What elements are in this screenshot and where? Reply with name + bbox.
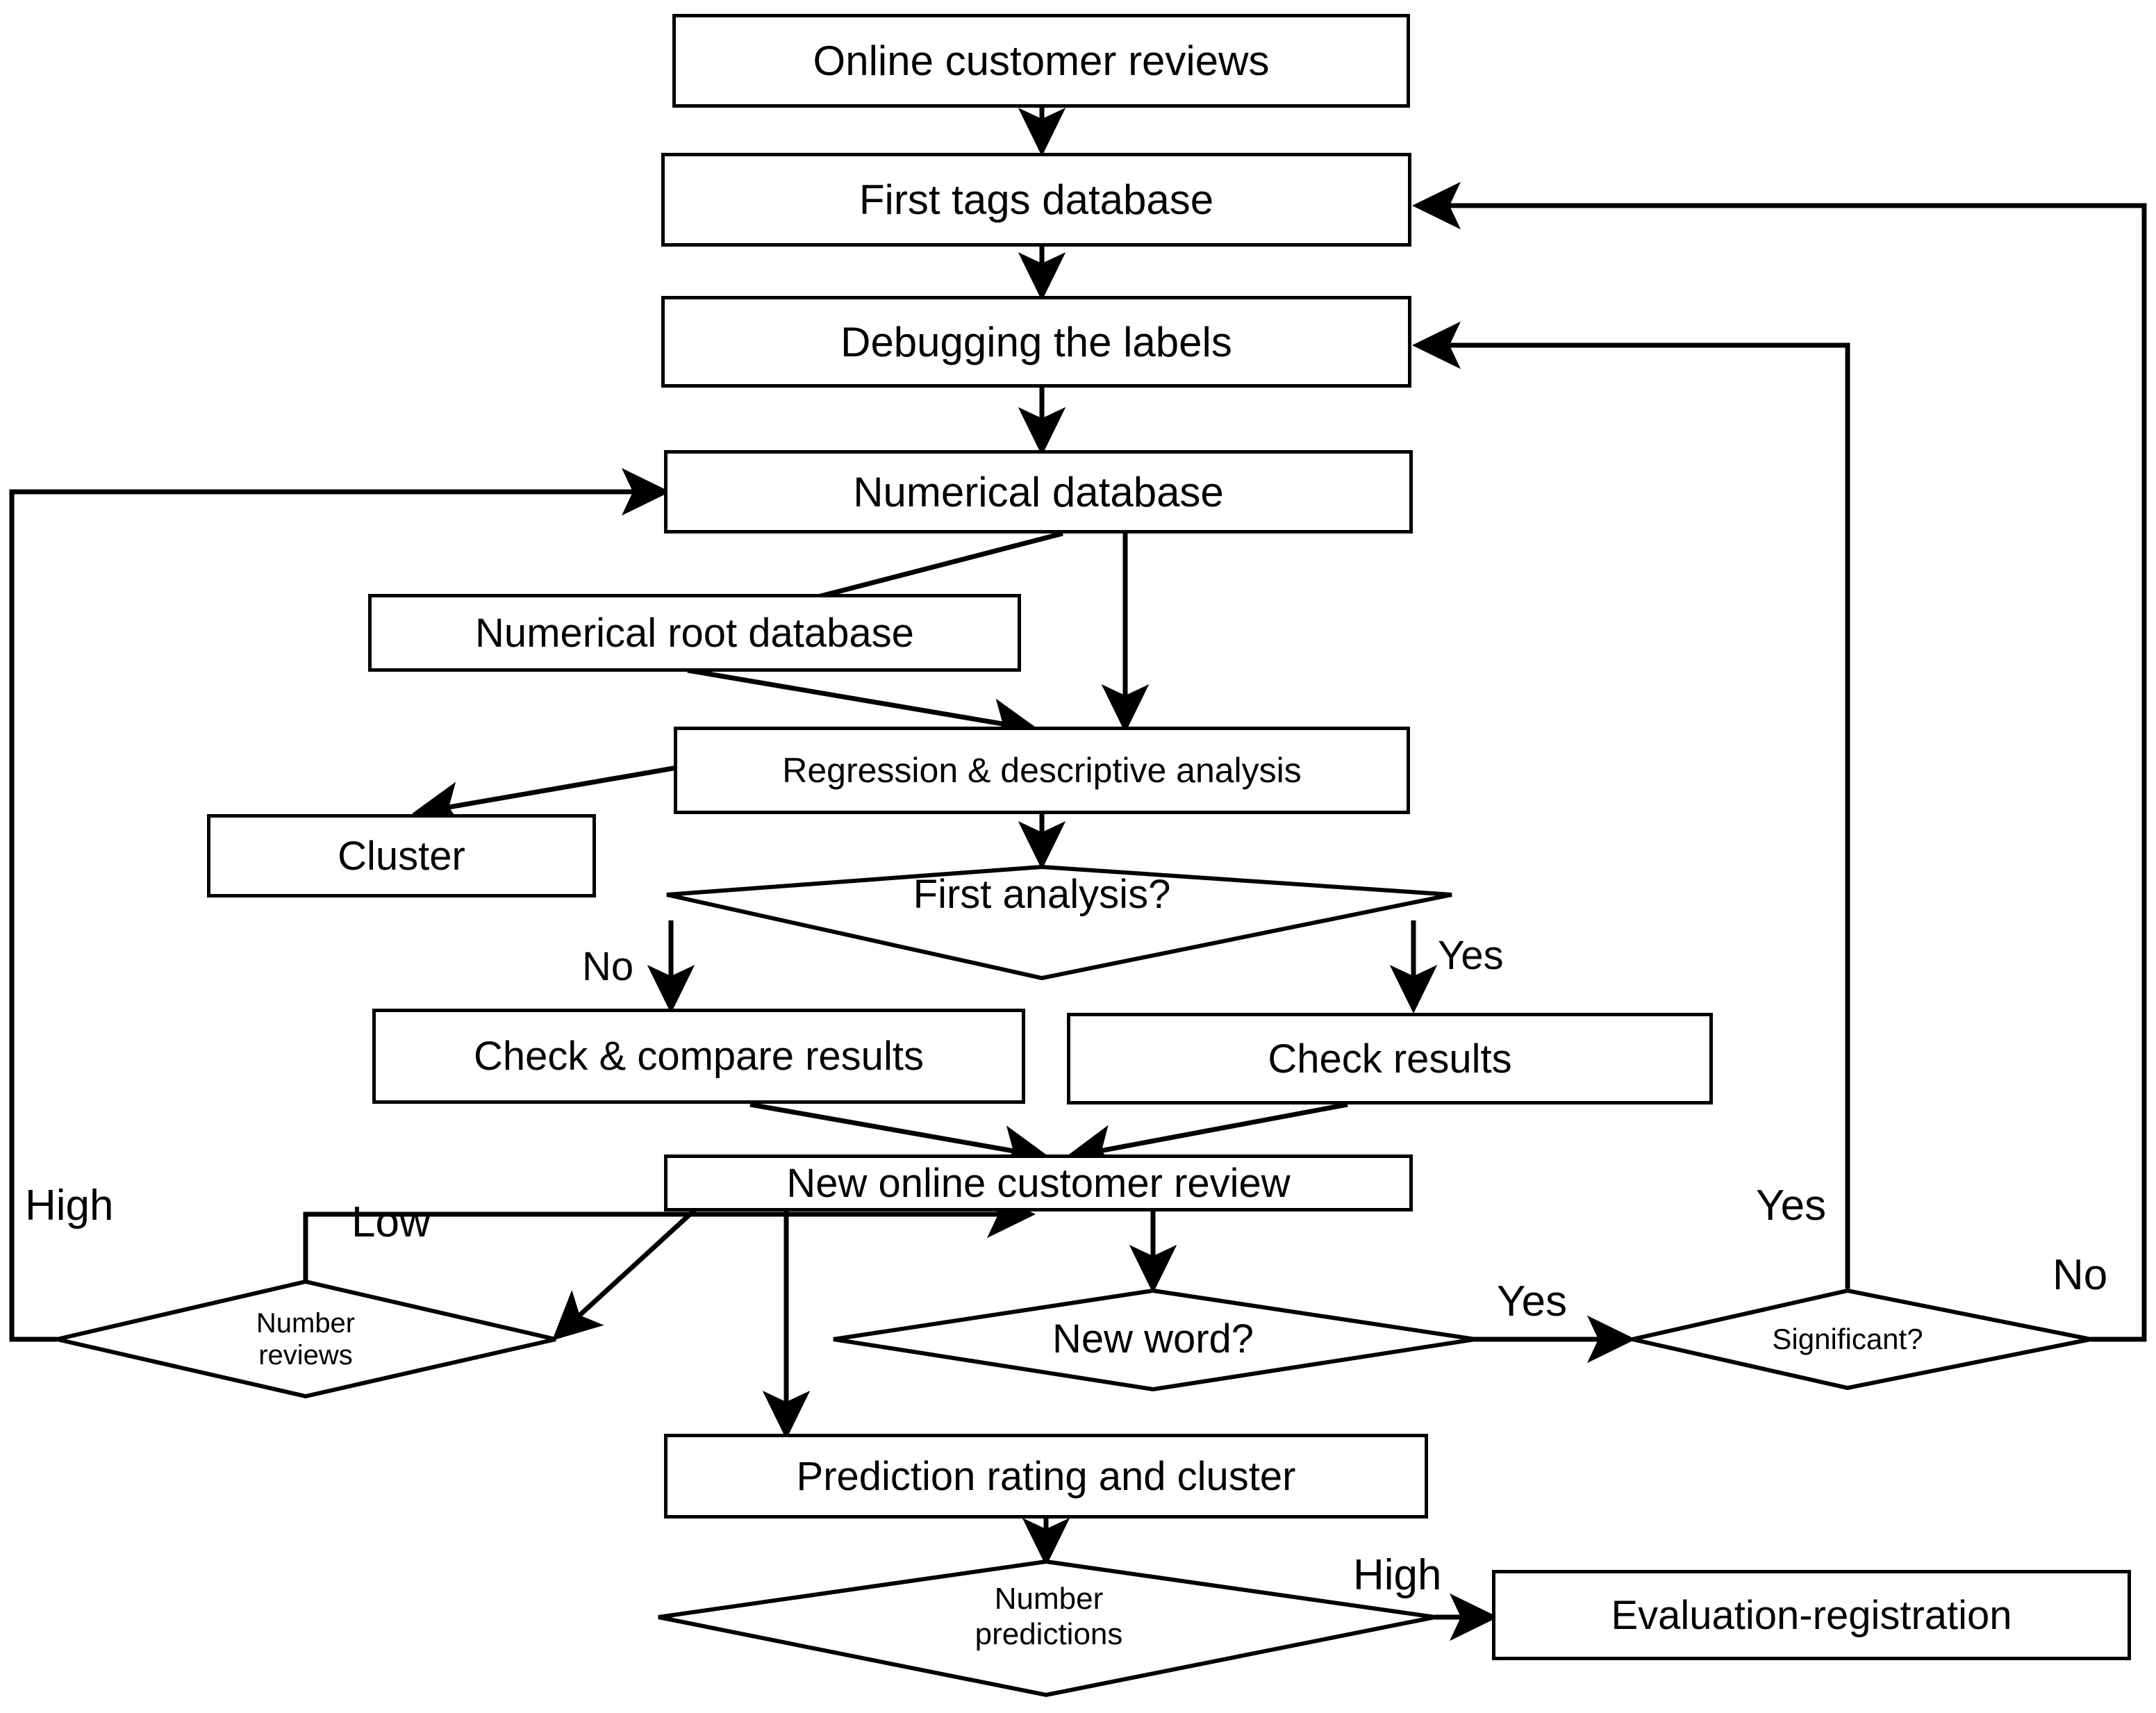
node-label: New word? [1052,1316,1254,1362]
node-check-compare-results[interactable]: Check & compare results [372,1009,1025,1104]
node-label-line2: predictions [975,1617,1123,1651]
node-online-customer-reviews[interactable]: Online customer reviews [672,14,1410,108]
node-label-line1: Number [994,1582,1104,1616]
node-check-results[interactable]: Check results [1067,1013,1713,1104]
node-new-online-customer-review[interactable]: New online customer review [664,1155,1413,1211]
edge-label-first-analysis-yes: Yes [1438,933,1504,978]
edge-label-number-reviews-high: High [25,1182,114,1230]
edge-newreview-to-numberreviews [552,1208,697,1341]
edge-significant-yes-loop [1412,321,1850,1289]
edge-label-first-analysis-no: No [582,944,634,989]
node-label: Cluster [338,833,465,879]
diamond-label-first-analysis[interactable]: First analysis? [820,870,1264,919]
node-label-line1: Number [256,1308,356,1339]
edge-regression-to-cluster [412,765,678,829]
node-label: Check results [1268,1036,1512,1082]
node-label: Online customer reviews [813,38,1270,84]
node-label: Regression & descriptive analysis [782,751,1302,790]
node-numerical-root-database[interactable]: Numerical root database [368,594,1021,672]
diamond-label-new-word[interactable]: New word? [972,1315,1334,1364]
node-prediction-rating-and-cluster[interactable]: Prediction rating and cluster [664,1434,1428,1518]
node-cluster[interactable]: Cluster [207,814,596,897]
node-label: New online customer review [786,1160,1291,1206]
node-label: First tags database [859,176,1214,223]
node-label: Significant? [1772,1322,1923,1355]
diamond-label-number-reviews[interactable]: Number reviews [167,1301,445,1377]
edge-label-number-reviews-low: Low [351,1198,431,1246]
edge-label-significant-yes: Yes [1756,1182,1827,1230]
node-label: Debugging the labels [840,318,1232,365]
node-regression-descriptive-analysis[interactable]: Regression & descriptive analysis [674,727,1410,814]
node-numerical-database[interactable]: Numerical database [664,450,1413,533]
node-label: Prediction rating and cluster [796,1453,1296,1499]
edge-label-number-predictions-high: High [1353,1551,1442,1599]
edge-significant-no-loop [1412,181,2147,1342]
node-first-tags-database[interactable]: First tags database [661,153,1411,247]
edge-numberreviews-high-loop [9,467,670,1342]
edge-numberreviews-low-loop [303,1190,1036,1282]
node-debugging-the-labels[interactable]: Debugging the labels [661,296,1411,388]
diamond-label-number-predictions[interactable]: Number predictions [896,1575,1202,1659]
edge-label-significant-no: No [2053,1251,2108,1299]
node-label: Check & compare results [474,1034,924,1079]
edge-root-to-regression [687,668,1040,746]
node-label: Numerical root database [475,610,914,656]
edge-label-new-word-yes: Yes [1497,1277,1568,1325]
node-label: Evaluation-registration [1611,1592,2012,1638]
diamond-label-significant[interactable]: Significant? [1695,1318,2000,1360]
edge-checkresults-to-newreview [1065,1102,1348,1173]
node-label: First analysis? [913,871,1171,917]
node-evaluation-registration[interactable]: Evaluation-registration [1492,1570,2131,1660]
node-label-line2: reviews [258,1340,353,1371]
node-label: Numerical database [853,468,1224,515]
edge-checkcompare-to-newreview [749,1102,1050,1173]
